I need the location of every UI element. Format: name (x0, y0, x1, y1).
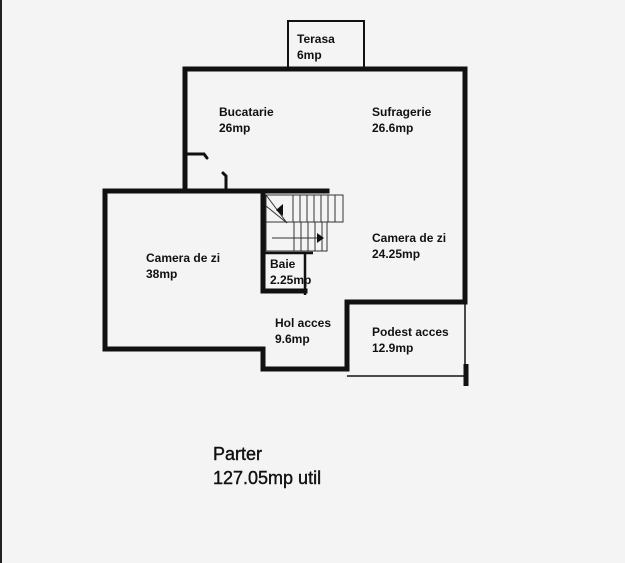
room-label-sufragerie: Sufragerie 26.6mp (372, 104, 431, 136)
room-label-terasa: Terasa 6mp (297, 31, 335, 63)
room-label-bucatarie: Bucatarie 26mp (219, 104, 274, 136)
room-name: Terasa (297, 32, 335, 46)
room-area: 12.9mp (372, 341, 414, 355)
room-area: 26mp (219, 121, 251, 135)
room-name: Bucatarie (219, 105, 274, 119)
room-area: 38mp (146, 267, 178, 281)
room-name: Sufragerie (372, 105, 432, 119)
floor-total-area: 127.05mp util (213, 468, 322, 488)
floor-name: Parter (213, 444, 263, 464)
podest-thin-walls (347, 302, 466, 377)
room-label-camera-de-zi-2: Camera de zi 24.25mp (372, 230, 446, 262)
room-area: 6mp (297, 48, 322, 62)
room-label-podest-acces: Podest acces 12.9mp (372, 324, 449, 356)
room-label-baie: Baie 2.25mp (270, 256, 311, 288)
image-left-edge (0, 0, 2, 563)
room-area: 2.25mp (270, 273, 312, 287)
room-name: Camera de zi (372, 231, 447, 245)
room-name: Camera de zi (146, 251, 221, 265)
room-area: 26.6mp (372, 121, 414, 135)
staircase (265, 194, 344, 252)
room-name: Hol acces (275, 316, 332, 330)
room-area: 24.25mp (372, 247, 421, 261)
exterior-walls (102, 66, 468, 372)
floor-title: Parter 127.05mp util (213, 442, 321, 490)
room-name: Podest acces (372, 325, 449, 339)
room-name: Baie (270, 257, 296, 271)
stair-arrow-right-icon (317, 233, 324, 243)
room-label-camera-de-zi-1: Camera de zi 38mp (146, 250, 220, 282)
stair-arrow-up-icon (276, 204, 283, 216)
room-label-hol-acces: Hol acces 9.6mp (275, 315, 331, 347)
room-area: 9.6mp (275, 332, 310, 346)
kitchen-door-marks (185, 152, 228, 191)
terrace-outline (287, 20, 365, 69)
